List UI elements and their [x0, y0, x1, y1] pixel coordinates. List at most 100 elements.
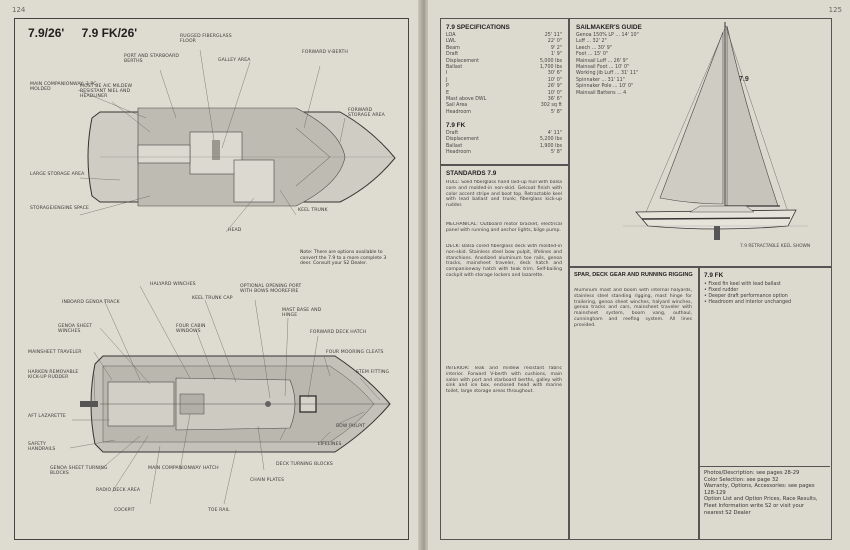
fk-bullet: Fixed rudder [704, 288, 824, 294]
label-forward-storage: FORWARD STORAGE AREA [348, 108, 385, 119]
spec-label: Ballast [446, 65, 463, 71]
hull-stripe [641, 217, 791, 220]
spec-value: 10' 0" [547, 90, 562, 96]
fk-spec-value: 5,200 lbs [539, 137, 562, 143]
spec-value: 25' 11" [544, 33, 562, 38]
spec-value: 302 sq ft [540, 103, 562, 109]
reference-line: Color Selection: see page 32 [704, 476, 779, 483]
label-genoa-sheet-turning: GENOA SHEET TURNING BLOCKS [50, 466, 108, 477]
spec-label: P [446, 84, 449, 90]
label-radio-deck-area: RADIO DECK AREA [96, 488, 141, 493]
reference-line: Photos/Description: see pages 28-29 [704, 470, 800, 476]
sailmaker-item: Spinnaker ... 31' 11" [576, 77, 625, 83]
fk-spec-row: Draft 4' 11" [446, 131, 562, 137]
title-7-9-fk: 7.9 FK/26' [81, 26, 138, 40]
label-rugged-fiberglass-floor: RUGGED FIBERGLASS FLOOR [180, 34, 232, 45]
label-lifelines: LIFELINES [318, 442, 342, 447]
interior-plan [87, 107, 396, 207]
label-genoa-sheet-winches: GENOA SHEET WINCHES [58, 324, 93, 335]
spec-value: 26' 9" [547, 84, 562, 90]
fk-spec-row: Ballast 1,900 lbs [446, 144, 562, 150]
boat-caption: 7.9 RETRACTABLE KEEL SHOWN [740, 244, 811, 249]
label-main-companionway: MAIN COMPANIONWAY: 3 pc. molded [30, 82, 99, 93]
forestay [645, 27, 726, 213]
spec-label: Draft [446, 52, 459, 58]
label-chain-plates: CHAIN PLATES [250, 478, 285, 483]
left-page-number: 124 [12, 6, 26, 14]
label-optional-opening-port: OPTIONAL OPENING PORT WITH BOWS MOOREFIR… [240, 284, 302, 295]
fk-bullet: Headroom and interior unchanged [704, 300, 824, 306]
spec-value: 9' 2" [550, 45, 562, 51]
table [212, 140, 220, 160]
spec-label: E [446, 90, 450, 96]
spec-value: 1,700 lbs [539, 65, 562, 71]
spec-value: 5' 8" [550, 109, 562, 115]
fk-spec-label: Draft [446, 131, 459, 136]
sailmaker-heading: SAILMAKER'S GUIDE [576, 24, 642, 31]
title-7-9: 7.9/26' [28, 26, 65, 40]
label-forward-deck-hatch: FORWARD DECK HATCH [310, 330, 367, 335]
fk-bullet: Deeper draft performance option [704, 294, 824, 300]
spec-label: Mast above DWL [446, 97, 487, 103]
label-forward-v-berth: FORWARD V-BERTH [302, 50, 348, 55]
fk-box [698, 266, 832, 540]
label-four-cabin-windows: FOUR CABIN WINDOWS [176, 324, 206, 335]
page-title: 7.9/26' 7.9 FK/26' [28, 26, 151, 40]
fk-spec-label: Ballast [446, 143, 463, 149]
label-inboard-genoa-track: INBOARD GENOA TRACK [62, 300, 120, 305]
label-stem-fitting: STEM FITTING [356, 370, 390, 375]
top-leader-lines [77, 49, 346, 233]
hull-drawings [69, 49, 396, 505]
spec-label: LWL [446, 39, 456, 45]
sailmaker-item: Working Jib Luff ... 31' 11" [576, 71, 639, 77]
label-toe-rail: TOE RAIL [208, 508, 230, 513]
specs-box [440, 18, 570, 166]
label-deck-turning-blocks: DECK TURNING BLOCKS [276, 462, 333, 467]
label-keel-trunk-cap: KEEL TRUNK CAP [192, 296, 233, 301]
keel [714, 226, 720, 240]
spec-label: Headroom [446, 109, 471, 115]
spec-row: E 10' 0" [446, 91, 562, 97]
right-page-number: 125 [828, 6, 842, 14]
spec-value: 22' 0" [547, 39, 562, 45]
sailmaker-item: Foot ... 15' 0" [576, 52, 609, 58]
spec-label: Beam [446, 45, 460, 51]
left-page: 124 7.9/26' 7.9 FK/26' [0, 0, 425, 550]
label-halyard-winches: HALYARD WINCHES [150, 282, 196, 287]
reference-line: Option List and Option Prices, Race Resu… [704, 496, 818, 516]
sailmaker-item: Mainsail Battens ... 4 [576, 90, 627, 96]
label-port-starboard-berths: PORT AND STARBOARD BERTHS [124, 54, 180, 65]
sailmaker-item: Spinnaker Pole ... 10' 0" [576, 84, 634, 90]
label-safety-handrails: SAFETY HANDRAILS [28, 442, 56, 453]
label-keel-trunk: KEEL TRUNK [298, 208, 328, 213]
fk-spec-value: 4' 11" [547, 131, 562, 136]
spec-row: Beam 9' 2" [446, 46, 562, 52]
sailmaker-item: Mainsail Luff ... 26' 9" [576, 58, 628, 64]
fk-spec-value: 1,900 lbs [539, 143, 562, 149]
hull-text: HULL: Solid fiberglass hand laid-up hull… [446, 180, 562, 209]
mechanical-text: MECHANICAL: Outboard motor bracket, elec… [446, 222, 562, 233]
fk-bullet: Fixed fin keel with lead ballast [704, 282, 824, 288]
fk-spec-label: Headroom [446, 150, 471, 156]
label-four-mooring-cleats: FOUR MOORING CLEATS [326, 350, 384, 355]
spec-row: LWL 22' 0" [446, 39, 562, 45]
spec-row: Ballast 1,700 lbs [446, 65, 562, 71]
label-cockpit: COCKPIT [114, 508, 135, 513]
sail-number: 7.9 [739, 76, 749, 83]
label-large-storage: LARGE STORAGE AREA [30, 172, 85, 177]
spec-value: 36' 6" [547, 97, 562, 103]
refs-divider [698, 466, 830, 539]
label-galley-area: GALLEY AREA [218, 58, 251, 63]
label-bow-pulpit: BOW PULPIT [336, 424, 366, 429]
spec-row: Mast above DWL 36' 6" [446, 97, 562, 103]
sailmaker-item: Mainsail Foot ... 10' 0" [576, 65, 630, 71]
standards-box [440, 164, 570, 540]
